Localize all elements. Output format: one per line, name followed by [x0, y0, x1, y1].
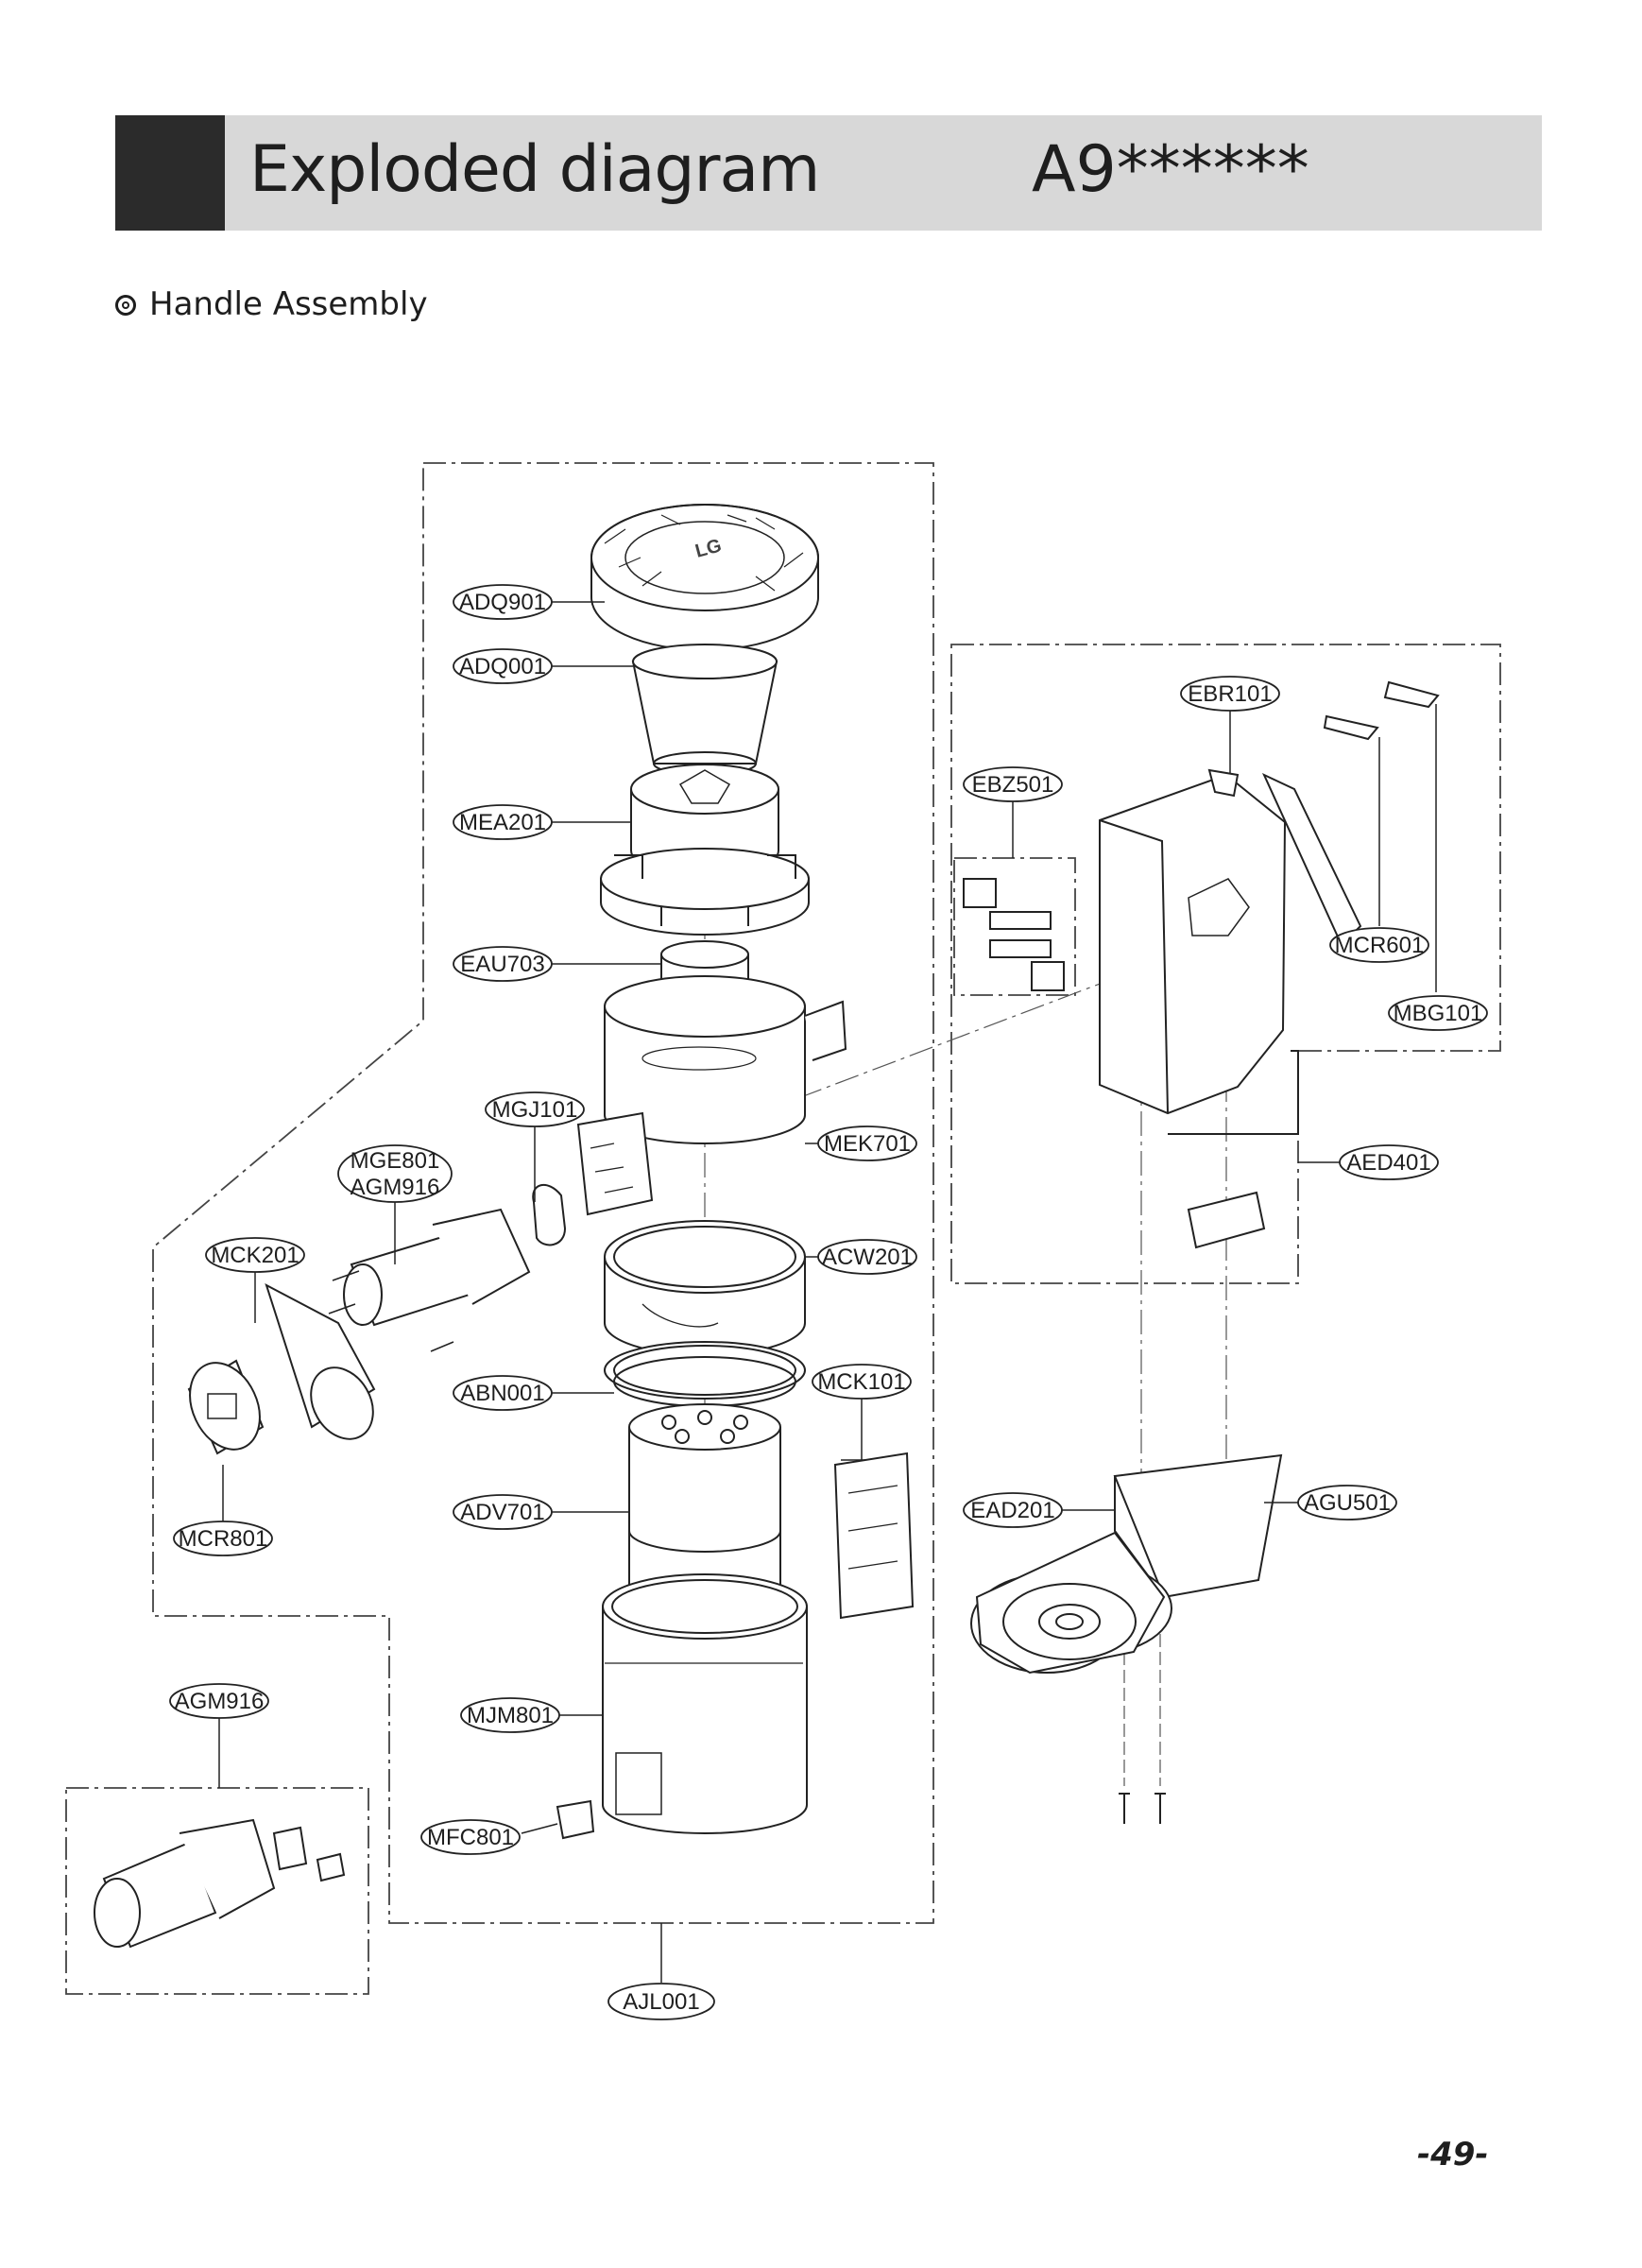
cover-mcr801 [187, 1359, 265, 1455]
callout-aed401: AED401 [1339, 1144, 1439, 1180]
handle-assembly-boundary [950, 644, 1501, 1284]
svg-text:MCK101: MCK101 [817, 1369, 905, 1395]
svg-text:MBG101: MBG101 [1394, 1001, 1483, 1026]
main-assembly-boundary [152, 462, 934, 1924]
callout-ebr101: EBR101 [1180, 676, 1280, 712]
callout-mck101: MCK101 [812, 1364, 912, 1400]
handle-parts [1099, 680, 1440, 1249]
callout-labels: ADQ901 ADQ001 MEA201 EAU703 MGJ101 MGE80… [169, 584, 1488, 2020]
section-heading-text: Handle Assembly [149, 285, 428, 323]
callout-mge801-agm916: MGE801 AGM916 [337, 1144, 453, 1203]
cyclone-acw201 [604, 1220, 806, 1356]
mek-connector-line [797, 977, 1116, 1099]
svg-text:ADV701: ADV701 [460, 1500, 544, 1525]
svg-text:EAD201: EAD201 [970, 1498, 1054, 1523]
group-boundaries [65, 462, 1501, 1995]
callout-mjm801: MJM801 [460, 1697, 560, 1733]
callout-agm916: AGM916 [169, 1683, 269, 1719]
leader-mfc801 [521, 1823, 558, 1834]
callout-mck201: MCK201 [205, 1237, 305, 1273]
callout-adq901: ADQ901 [453, 584, 553, 620]
callout-mbg101: MBG101 [1388, 995, 1488, 1031]
model-code: A9****** [1032, 132, 1309, 207]
svg-text:MGJ101: MGJ101 [492, 1097, 578, 1123]
callout-mgj101: MGJ101 [485, 1091, 585, 1127]
page-number: -49- [1417, 2136, 1489, 2174]
svg-text:MGE801: MGE801 [351, 1148, 440, 1174]
callout-ajl001: AJL001 [607, 1983, 715, 2020]
callout-mek701: MEK701 [817, 1125, 917, 1161]
page-title: Exploded diagram [249, 132, 820, 207]
callout-abn001: ABN001 [453, 1375, 553, 1411]
callout-adq001: ADQ001 [453, 648, 553, 684]
svg-text:MCR801: MCR801 [179, 1526, 268, 1552]
page-header: Exploded diagram A9****** [115, 115, 1542, 231]
svg-text:EBR101: EBR101 [1188, 681, 1272, 707]
svg-text:MCR601: MCR601 [1335, 933, 1425, 958]
ebz501-switch-parts [963, 878, 1065, 991]
filter-cover-adq901: LG [590, 504, 819, 651]
bullet-icon [115, 295, 136, 316]
inlet-pipe-agm916 [328, 1208, 531, 1352]
svg-text:MJM801: MJM801 [467, 1703, 554, 1728]
svg-text:AJL001: AJL001 [623, 1989, 699, 2015]
ebz501-group-boundary [953, 857, 1076, 996]
callout-mfc801: MFC801 [420, 1819, 521, 1855]
agm916-detail-part [94, 1818, 346, 1949]
callout-adv701: ADV701 [453, 1494, 553, 1530]
mck101-part [833, 1452, 915, 1620]
svg-text:MEA201: MEA201 [459, 810, 546, 835]
svg-text:MCK201: MCK201 [211, 1243, 299, 1268]
callout-mcr601: MCR601 [1329, 927, 1429, 963]
callout-agu501: AGU501 [1297, 1485, 1397, 1521]
header-block [115, 115, 225, 231]
motor-housing-mea201 [600, 764, 810, 936]
svg-text:AED401: AED401 [1346, 1150, 1430, 1176]
svg-text:MEK701: MEK701 [824, 1131, 911, 1157]
svg-text:ADQ001: ADQ001 [459, 654, 546, 679]
filter-adq001 [631, 644, 778, 776]
screw-parts [1119, 1793, 1166, 1824]
svg-text:ADQ901: ADQ901 [459, 590, 546, 615]
callout-ebz501: EBZ501 [963, 766, 1063, 802]
callout-mea201: MEA201 [453, 804, 553, 840]
callout-ead201: EAD201 [963, 1492, 1063, 1528]
callout-eau703: EAU703 [453, 946, 553, 982]
gasket-mgj101 [532, 1183, 567, 1246]
bracket-parts [576, 1111, 654, 1216]
main-body-mek701 [604, 975, 847, 1144]
seal-abn001 [604, 1341, 806, 1407]
svg-text:MFC801: MFC801 [427, 1825, 514, 1850]
section-heading: Handle Assembly [115, 285, 428, 323]
svg-text:AGM916: AGM916 [351, 1175, 440, 1200]
dust-bin-mjm801 [602, 1573, 808, 1834]
svg-text:AGM916: AGM916 [175, 1689, 265, 1714]
nozzle-mck201 [265, 1282, 376, 1440]
svg-text:ABN001: ABN001 [460, 1381, 544, 1406]
callout-mcr801: MCR801 [173, 1521, 273, 1556]
svg-text:EBZ501: EBZ501 [972, 772, 1054, 798]
svg-text:AGU501: AGU501 [1304, 1490, 1391, 1516]
agm916-detail-boundary [65, 1787, 369, 1995]
callout-acw201: ACW201 [817, 1239, 917, 1275]
latch-mfc801 [556, 1799, 595, 1840]
dust-box-agu501 [970, 1453, 1283, 1675]
svg-text:ACW201: ACW201 [822, 1245, 913, 1270]
svg-text:EAU703: EAU703 [460, 952, 544, 977]
